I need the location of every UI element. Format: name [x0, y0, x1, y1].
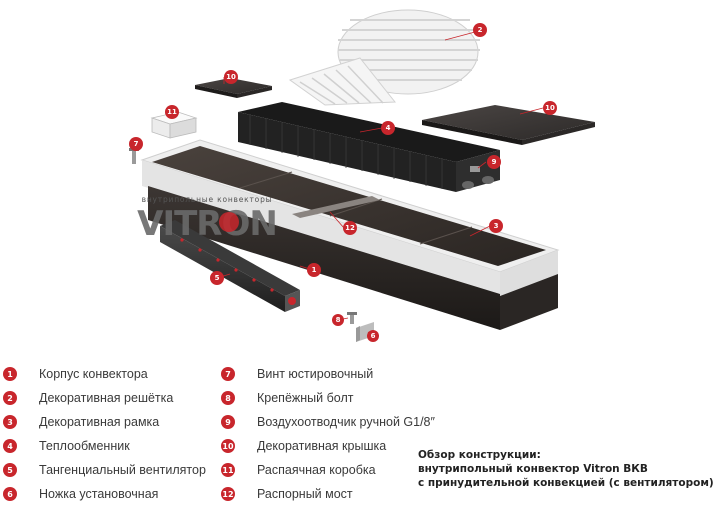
- callout-3: 3: [489, 219, 503, 233]
- legend-item: 7 Винт юстировочный: [221, 365, 373, 383]
- overview-line-2: внутрипольный конвектор Vitron ВКВ: [418, 463, 648, 475]
- callout-10b: 10: [543, 101, 557, 115]
- svg-text:3: 3: [494, 222, 499, 230]
- svg-text:5: 5: [215, 274, 220, 282]
- legend-item: 4 Теплообменник: [3, 437, 130, 455]
- large-decorative-cover: [422, 105, 595, 145]
- callout-10a: 10: [224, 70, 238, 84]
- svg-text:11: 11: [167, 108, 177, 116]
- legend-number-badge: 2: [3, 391, 17, 405]
- legend-label: Винт юстировочный: [257, 367, 374, 381]
- legend-label: Тангенциальный вентилятор: [39, 463, 206, 477]
- legend-item: 8 Крепёжный болт: [221, 389, 353, 407]
- legend-item: 11 Распаячная коробка: [221, 461, 376, 479]
- legend-item: 5 Тангенциальный вентилятор: [3, 461, 206, 479]
- legend-label: Распорный мост: [257, 487, 353, 501]
- exploded-convector-illustration: 2 10 10 11 4 7 9 3 12 1 5 8 6: [129, 9, 595, 342]
- legend-label: Распаячная коробка: [257, 463, 376, 477]
- callout-6: 6: [367, 330, 379, 342]
- callout-4: 4: [381, 121, 395, 135]
- legend-label: Ножка установочная: [39, 487, 159, 501]
- legend-item: 1 Корпус конвектора: [3, 365, 148, 383]
- legend-item: 3 Декоративная рамка: [3, 413, 159, 431]
- air-vent-valve: [470, 166, 480, 172]
- legend-number-badge: 4: [3, 439, 17, 453]
- legend-number-badge: 9: [221, 415, 235, 429]
- overview-caption: Обзор конструкции: внутрипольный конвект…: [418, 448, 714, 490]
- callout-5: 5: [210, 271, 224, 285]
- legend-number-badge: 6: [3, 487, 17, 501]
- svg-text:8: 8: [336, 316, 341, 324]
- legend-item: 12 Распорный мост: [221, 485, 353, 503]
- svg-text:12: 12: [345, 224, 355, 232]
- legend-label: Декоративная рамка: [39, 415, 160, 429]
- legend-label: Декоративная решётка: [39, 391, 174, 405]
- legend-label: Крепёжный болт: [257, 391, 354, 405]
- svg-text:6: 6: [371, 332, 376, 340]
- mounting-bolt: [347, 312, 357, 324]
- legend-number-badge: 7: [221, 367, 235, 381]
- callout-1: 1: [307, 263, 321, 277]
- svg-text:2: 2: [478, 26, 483, 34]
- legend-number-badge: 1: [3, 367, 17, 381]
- small-decorative-cover: [195, 78, 272, 98]
- legend-label: Декоративная крышка: [257, 439, 387, 453]
- svg-text:1: 1: [312, 266, 317, 274]
- legend-item: 9 Воздухоотводчик ручной G1/8″: [221, 413, 435, 431]
- legend-label: Воздухоотводчик ручной G1/8″: [257, 415, 435, 429]
- overview-line-3: с принудительной конвекцией (с вентилято…: [418, 477, 714, 489]
- legend-label: Теплообменник: [39, 439, 130, 453]
- legend-item: 2 Декоративная решётка: [3, 389, 173, 407]
- callout-9: 9: [487, 155, 501, 169]
- legend-label: Корпус конвектора: [39, 367, 148, 381]
- logo-flame-icon: [219, 212, 239, 232]
- svg-text:9: 9: [492, 158, 497, 166]
- legend-number-badge: 10: [221, 439, 235, 453]
- legend-number-badge: 5: [3, 463, 17, 477]
- brand-name: VITRON: [137, 204, 277, 243]
- legend-number-badge: 11: [221, 463, 235, 477]
- overview-title: Обзор конструкции:: [418, 449, 541, 461]
- decorative-grille-roll: [288, 9, 480, 106]
- callout-8: 8: [332, 314, 344, 326]
- svg-text:7: 7: [134, 140, 139, 148]
- legend-number-badge: 3: [3, 415, 17, 429]
- legend-number-badge: 8: [221, 391, 235, 405]
- spacer-bridge: [292, 196, 380, 218]
- svg-text:4: 4: [386, 124, 391, 132]
- callout-7: 7: [129, 137, 143, 151]
- legend-item: 6 Ножка установочная: [3, 485, 158, 503]
- legend-item: 10 Декоративная крышка: [221, 437, 386, 455]
- legend-number-badge: 12: [221, 487, 235, 501]
- vitron-logo: внутрипольные конвекторы VITRON: [137, 195, 278, 243]
- callout-2: 2: [473, 23, 487, 37]
- tangential-fan: [160, 220, 300, 312]
- callout-12: 12: [343, 221, 357, 235]
- callout-11: 11: [165, 105, 179, 119]
- svg-text:10: 10: [226, 73, 236, 81]
- brand-tagline: внутрипольные конвекторы: [142, 195, 273, 204]
- svg-text:10: 10: [545, 104, 555, 112]
